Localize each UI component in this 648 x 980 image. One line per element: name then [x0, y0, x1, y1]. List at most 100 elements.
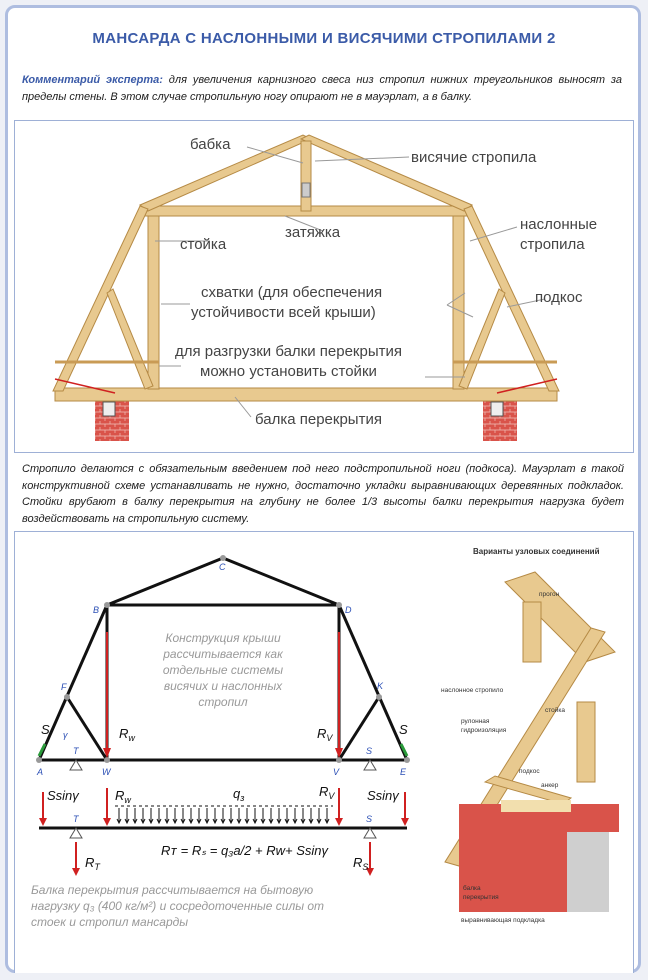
load-arrow: [276, 808, 282, 825]
point-S: S: [366, 746, 372, 756]
label-naslonnye-2: стропила: [520, 236, 585, 253]
left-red-brace: [54, 378, 116, 394]
variant-label-2: наслонное стропило: [441, 687, 504, 694]
variant-label-5: гидроизоляция: [461, 727, 507, 734]
gray-text-4: висячих и наслонных: [164, 679, 283, 693]
support-S2: [363, 827, 377, 839]
truss-illustration-panel: бабка висячие стропила стойка затяжка на…: [14, 120, 634, 453]
force-S-left: S: [41, 722, 50, 737]
label-naslonnye-1: наслонные: [520, 216, 597, 233]
right-hanging-rafter: [299, 134, 473, 212]
comment-prefix: Комментарий эксперта:: [22, 74, 163, 86]
load-arrow: [260, 808, 266, 825]
point-C: C: [219, 562, 226, 572]
ssin-left: Ssinγ: [47, 788, 80, 803]
support-T1: [69, 759, 83, 771]
load-arrow: [124, 808, 130, 825]
point-W: W: [102, 767, 112, 777]
reaction-RS: RS: [353, 855, 368, 872]
label-skhvatki-1: схватки (для обеспечения: [201, 284, 382, 301]
beam-Rw: Rw: [115, 788, 131, 805]
load-arrow: [284, 808, 290, 825]
load-scheme: C B D F K A W V E T S S γ S Rw RV Констр…: [31, 547, 619, 929]
variant-label-8: балка: [463, 884, 481, 892]
label-visyachie: висячие стропила: [411, 149, 537, 166]
load-arrow: [220, 808, 226, 825]
variants-drawing: [444, 571, 619, 912]
point-E: E: [400, 767, 407, 777]
load-arrow: [236, 808, 242, 825]
support-S1: [363, 759, 377, 771]
variant-label-6: подкос: [519, 768, 540, 775]
load-arrow: [116, 808, 122, 825]
load-arrow: [244, 808, 250, 825]
load-arrow: [188, 808, 194, 825]
load-arrow: [172, 808, 178, 825]
red-force-arrows: [106, 632, 340, 752]
construction-note: Стропило делаются с обязательным введени…: [22, 463, 624, 525]
label-podkos: подкос: [535, 289, 583, 306]
load-arrow: [164, 808, 170, 825]
gray-text-2: рассчитывается как: [162, 647, 284, 661]
gamma: γ: [63, 730, 68, 740]
truss-drawing: бабка висячие стропила стойка затяжка на…: [52, 134, 597, 441]
load-arrow: [324, 808, 330, 825]
king-post-bracket: [301, 182, 311, 198]
load-arrow: [228, 808, 234, 825]
left-sloped-rafter: [52, 205, 149, 392]
king-post: [300, 140, 312, 212]
page-title: МАНСАРДА С НАСЛОННЫМИ И ВИСЯЧИМИ СТРОПИЛ…: [92, 30, 556, 47]
gray-text-3: отдельные системы: [163, 663, 283, 677]
variant-label-7: анкер: [541, 782, 559, 789]
reaction-RT: RT: [85, 855, 101, 872]
load-arrow: [212, 808, 218, 825]
beam-q: qз: [233, 786, 244, 803]
gray-text-5: стропил: [198, 695, 247, 709]
formula: Rᴛ = Rₛ = q₃a/2 + Rᴡ+ Ssinγ: [161, 843, 329, 858]
support-T2: [69, 827, 83, 839]
label-razgruzka-1: для разгрузки балки перекрытия: [175, 343, 402, 360]
load-arrow: [300, 808, 306, 825]
left-strut: [106, 288, 154, 390]
load-arrow: [204, 808, 210, 825]
point-A: A: [36, 767, 43, 777]
load-arrow: [308, 808, 314, 825]
distributed-load-arrows: [116, 808, 330, 825]
beam-arrow-heads: [39, 818, 409, 876]
variant-label-3: стойка: [545, 706, 565, 714]
beam-Rv: RV: [319, 784, 335, 801]
point-F: F: [61, 682, 67, 692]
right-anchor: [490, 401, 504, 417]
label-stoyka: стойка: [180, 236, 227, 253]
reaction-Rw: Rw: [119, 726, 135, 743]
load-arrow: [252, 808, 258, 825]
load-arrow: [148, 808, 154, 825]
joints: [36, 555, 410, 763]
bottom-text-2: нагрузку q₃ (400 кг/м²) и сосредоточенны…: [31, 899, 324, 913]
point-B: B: [93, 605, 99, 615]
right-strut: [458, 288, 506, 390]
load-arrow: [180, 808, 186, 825]
variant-label-1: прогон: [539, 591, 560, 598]
gray-text-1: Конструкция крыши: [165, 631, 281, 645]
right-red-brace: [496, 378, 558, 394]
label-skhvatki-2: устойчивости всей крыши): [191, 304, 376, 321]
label-balka: балка перекрытия: [255, 411, 382, 428]
force-arrow-heads: [103, 748, 343, 758]
load-arrow: [196, 808, 202, 825]
label-babka: бабка: [190, 136, 231, 153]
point-V: V: [333, 767, 340, 777]
beam-force-arrows: [42, 788, 406, 872]
green-force-right: [399, 743, 409, 757]
load-arrow: [268, 808, 274, 825]
label-zatyazhka: затяжка: [285, 224, 341, 241]
label-razgruzka-2: можно установить стойки: [200, 363, 377, 380]
load-arrow: [132, 808, 138, 825]
bottom-text-1: Балка перекрытия рассчитывается на бытов…: [31, 883, 313, 897]
left-anchor: [102, 401, 116, 417]
point-T2: T: [73, 814, 80, 824]
load-arrow: [316, 808, 322, 825]
green-force-left: [37, 743, 47, 757]
reaction-Rv: RV: [317, 726, 333, 743]
point-S2: S: [366, 814, 372, 824]
